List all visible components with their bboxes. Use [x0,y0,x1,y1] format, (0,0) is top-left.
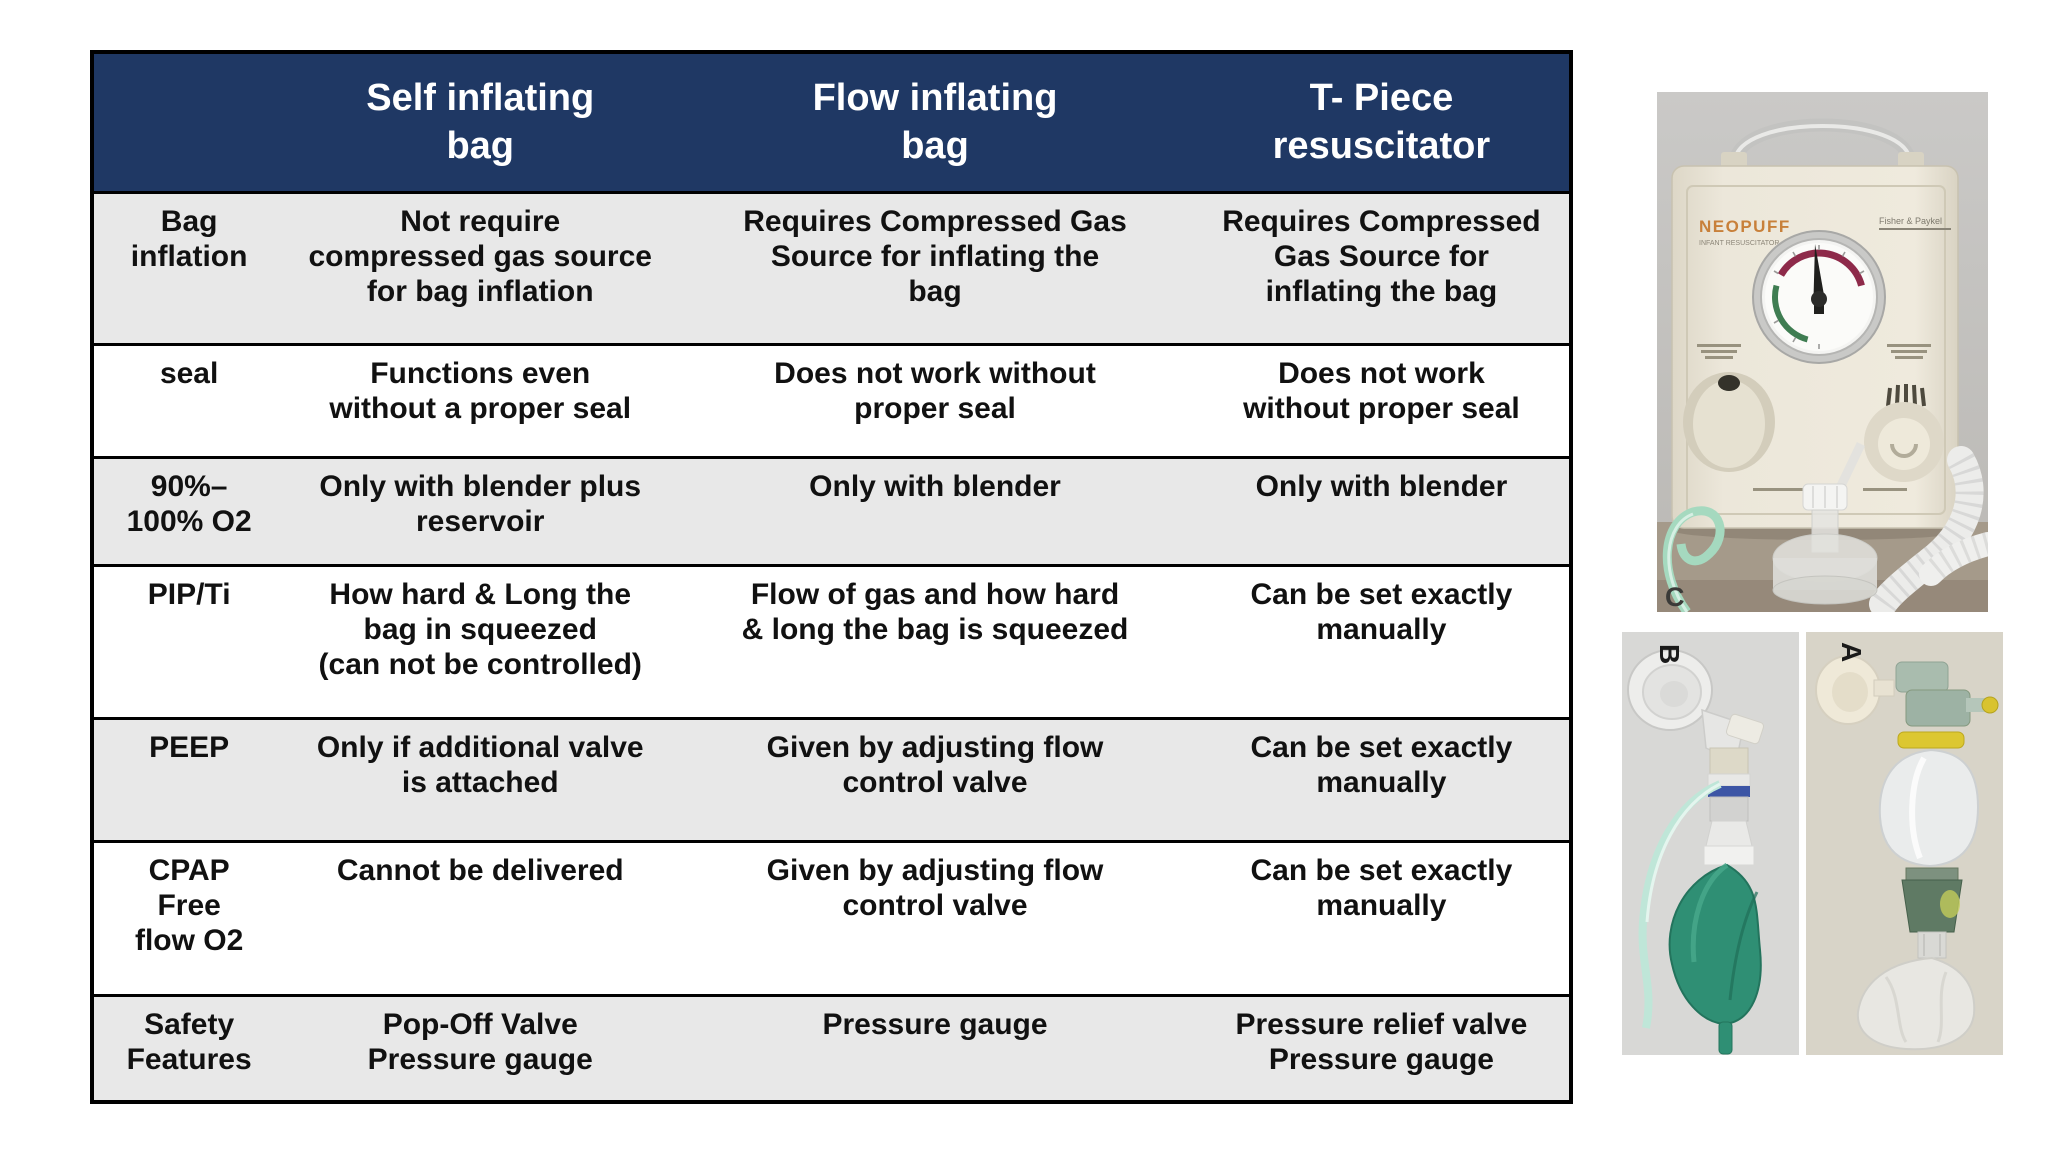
corrugated-patient-tube [1869,446,1988,612]
row-label-bag-inflation: Bag inflation [130,204,248,273]
infant-face-mask [1627,649,1713,731]
gauge-ticks [1773,245,1865,349]
intake-valve-connector [1901,867,1963,959]
pressure-control-knob [1864,344,1944,482]
device-comparison-table: Self inflating bag Flow inflating bag T-… [90,50,1573,1104]
cell-cpap-tpiece: Can be set exactly manually [1250,853,1513,922]
cell-safety-flow: Pressure gauge [822,1007,1048,1041]
pressure-relief-knob [1683,344,1775,472]
self-inflating-bag-body [1878,748,1980,868]
cell-seal-self: Functions even without a proper seal [329,356,632,425]
col-header-flow-inflating-bag: Flow inflating bag [676,52,1194,192]
maker-logo-underline [1879,228,1951,230]
cell-oxygen-self: Only with blender plus reservoir [319,469,642,538]
cell-peep-flow: Given by adjusting flow control valve [766,730,1104,799]
maker-logo-text: Fisher & Paykel [1879,216,1942,226]
photo-neopuff-t-piece-resuscitator: NEOPUFF INFANT RESUSCITATOR Fisher & Pay… [1657,92,1988,612]
gas-outlet-labels [1753,488,1907,491]
oxygen-reservoir-bag [1856,956,1976,1051]
cell-pip-flow: Flow of gas and how hard & long the bag … [741,577,1129,646]
photo-label-a: A [1836,642,1867,662]
cell-cpap-flow: Given by adjusting flow control valve [766,853,1104,922]
neopuff-brand-subtext: INFANT RESUSCITATOR [1699,240,1779,247]
cell-oxygen-flow: Only with blender [809,469,1061,503]
row-pip-ti: PIP/Ti How hard & Long the bag in squeez… [92,565,1571,718]
gauge-green-arc [1772,284,1809,343]
photo-self-inflating-bag: A [1806,632,2003,1055]
patient-valve-assembly [1895,661,1999,749]
photo-flow-inflating-bag: B [1622,632,1799,1055]
cell-bag-inflation-flow: Requires Compressed Gas Source for infla… [743,204,1127,309]
cell-pip-self: How hard & Long the bag in squeezed (can… [318,577,642,682]
valve-stack [1703,747,1755,866]
row-label-peep: PEEP [149,730,230,764]
blue-band [1708,786,1750,797]
row-label-cpap: CPAP Free flow O2 [134,853,244,958]
cell-pip-tpiece: Can be set exactly manually [1250,577,1513,646]
col-header-t-piece-resuscitator: T- Piece resuscitator [1193,52,1571,192]
flow-inflating-bag [1668,862,1762,1055]
green-gas-tube [1638,780,1722,1029]
cell-peep-tpiece: Can be set exactly manually [1250,730,1513,799]
cell-cpap-self: Cannot be delivered [336,853,624,887]
gauge-red-arc [1777,249,1865,287]
cell-bag-inflation-tpiece: Requires Compressed Gas Source for infla… [1222,204,1541,309]
pressure-gauge [1752,230,1886,364]
photo-label-c: C [1665,582,1685,612]
cell-seal-tpiece: Does not work without proper seal [1243,356,1520,425]
row-peep: PEEP Only if additional valve is attache… [92,718,1571,841]
row-label-pip-ti: PIP/Ti [147,577,231,611]
bag-tail [1718,1021,1733,1055]
row-safety-features: Safety Features Pop-Off Valve Pressure g… [92,995,1571,1102]
yellow-port-cap [1981,696,1999,714]
row-cpap-free-flow: CPAP Free flow O2 Cannot be delivered Gi… [92,841,1571,995]
neopuff-brand-text: NEOPUFF [1699,217,1791,236]
header-corner-cell [92,52,285,192]
green-supply-tube [1662,506,1725,612]
row-bag-inflation: Bag inflation Not require compressed gas… [92,192,1571,344]
row-oxygen: 90%– 100% O2 Only with blender plus rese… [92,457,1571,565]
cell-oxygen-tpiece: Only with blender [1255,469,1508,503]
vent-slits [1886,384,1926,407]
t-piece-and-test-lung [1772,442,1878,605]
photo-label-b: B [1654,644,1685,664]
row-label-seal: seal [159,356,219,390]
cell-bag-inflation-self: Not require compressed gas source for ba… [308,204,652,309]
row-label-safety: Safety Features [126,1007,252,1076]
cell-safety-tpiece: Pressure relief valve Pressure gauge [1235,1007,1528,1076]
infant-face-mask [1815,655,1895,725]
col-header-self-inflating-bag: Self inflating bag [284,52,677,192]
cell-seal-flow: Does not work without proper seal [774,356,1096,425]
row-label-oxygen: 90%– 100% O2 [126,469,252,538]
yellow-ring [1897,731,1965,749]
gauge-needle [1813,244,1825,298]
table-header-row: Self inflating bag Flow inflating bag T-… [92,52,1571,192]
cell-peep-self: Only if additional valve is attached [316,730,644,799]
cell-safety-self: Pop-Off Valve Pressure gauge [367,1007,593,1076]
row-seal: seal Functions even without a proper sea… [92,344,1571,457]
